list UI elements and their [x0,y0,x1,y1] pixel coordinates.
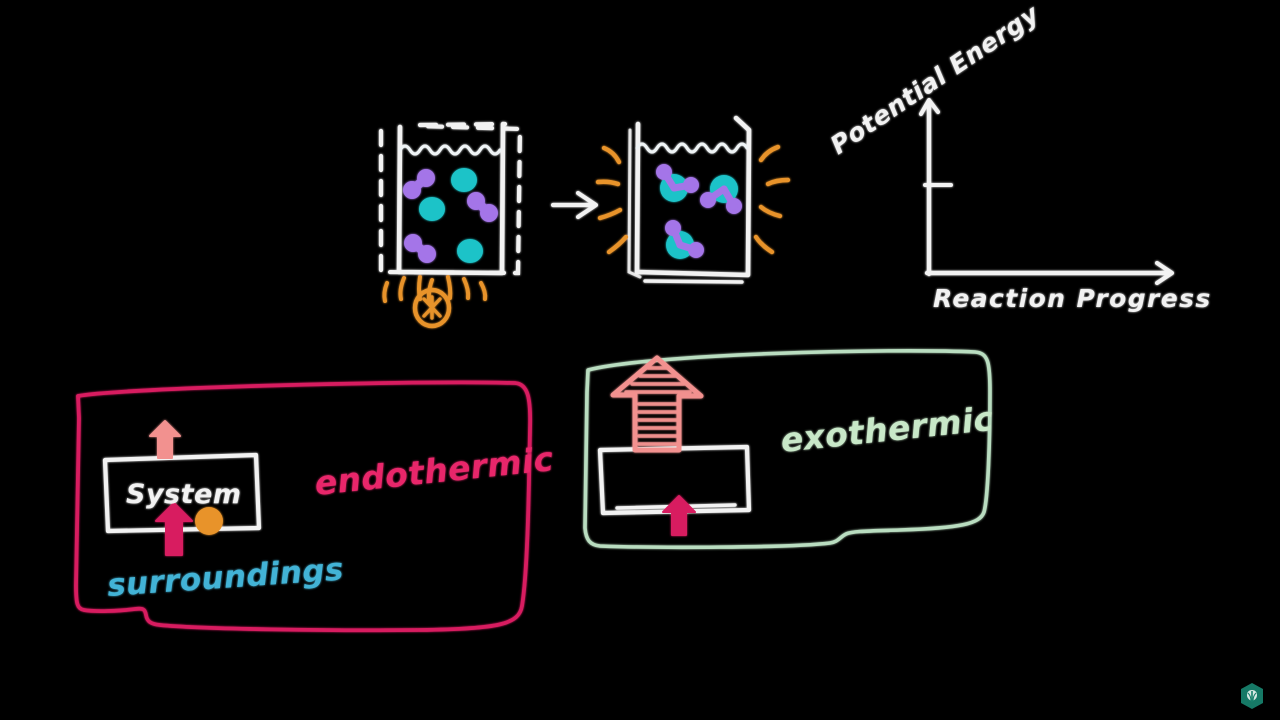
chart-y-axis-label: Potential Energy [825,0,1045,160]
system-boundary-dashed [378,123,523,276]
chart-x-axis-label: Reaction Progress [933,284,1212,313]
beaker-before [378,121,523,329]
particle-molecule-purple [403,169,435,199]
potential-energy-chart: Potential Energy Reaction Progress [825,0,1212,313]
particle-compound [700,175,742,214]
arrow-energy-out-endothermic [149,420,181,459]
beaker-after [595,115,791,284]
particle-atom-teal [451,168,477,192]
system-boundary-dashed-top [417,121,508,128]
particle-molecule-purple [467,192,498,222]
particle-atom-teal [419,197,445,221]
endothermic-panel[interactable]: System endothermic surroundings [74,380,556,633]
particle-compound [656,164,699,202]
beaker-base-after [643,279,744,284]
particle-compound [665,220,704,259]
khan-academy-logo [1238,682,1266,710]
arrow-energy-in-exothermic [662,495,696,536]
system-box-exothermic [597,444,752,516]
beaker-glass-after [634,115,752,278]
beaker-outer-sketch [627,128,642,279]
system-box-label: System [126,479,241,510]
exothermic-panel[interactable]: exothermic [583,349,995,550]
heat-rays-icon [595,144,791,255]
system-box-endothermic [102,452,262,534]
exothermic-panel-outline [583,349,992,550]
endothermic-panel-outline [74,380,533,633]
surroundings-label: surroundings [106,552,345,604]
flame-icon [382,275,488,329]
energy-dot-icon [195,507,223,535]
arrow-energy-out-exothermic [610,355,704,453]
liquid-surface-after [635,142,749,154]
liquid-surface-before [398,144,502,156]
beaker-glass-before [396,121,506,276]
leaf-icon [1241,683,1263,709]
exothermic-label: exothermic [779,399,995,460]
arrow-energy-in-endothermic [155,502,193,556]
particle-atom-teal [457,239,483,263]
reaction-arrow [550,190,599,220]
chart-y-axis-arrowhead [918,97,941,117]
chart-x-axis-arrowhead [1154,260,1175,286]
endothermic-label: endothermic [313,439,556,503]
particle-molecule-purple [404,234,436,263]
